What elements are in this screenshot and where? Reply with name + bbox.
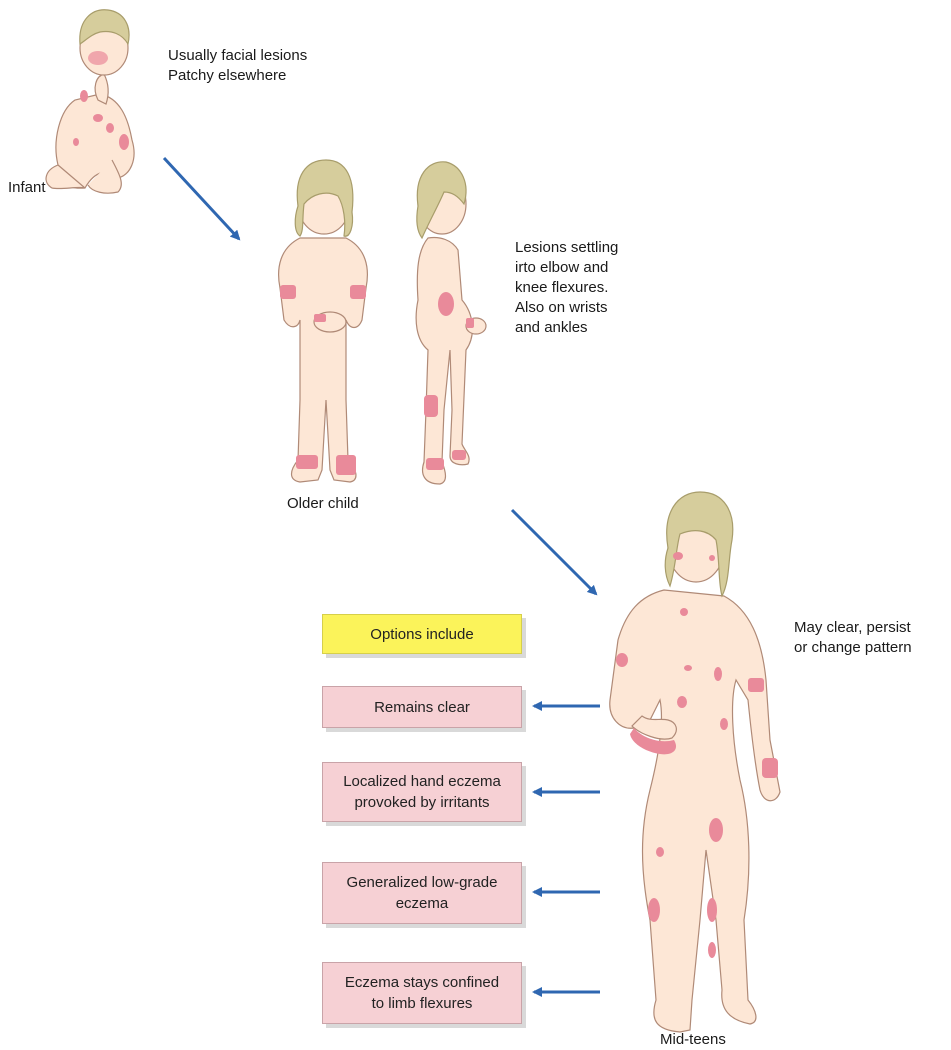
infant-figure: [46, 10, 134, 193]
child-front-figure: [279, 160, 368, 482]
options-header: Options include: [322, 614, 522, 654]
infant-note: Usually facial lesions Patchy elsewhere: [168, 46, 307, 86]
older-child-note: Lesions settling irto elbow and knee fle…: [515, 238, 618, 338]
option-box: Generalized low-grade eczema: [322, 862, 522, 924]
arrow-child-to-teen: [512, 510, 596, 594]
older-child-label: Older child: [287, 494, 359, 514]
option-box: Remains clear: [322, 686, 522, 728]
arrow-infant-to-child: [164, 158, 239, 239]
infant-label: Infant: [8, 178, 46, 198]
mid-teens-label: Mid-teens: [660, 1030, 726, 1050]
mid-teens-note: May clear, persist or change pattern: [794, 618, 912, 658]
option-box: Localized hand eczema provoked by irrita…: [322, 762, 522, 822]
child-side-figure: [416, 162, 486, 484]
option-box: Eczema stays confined to limb flexures: [322, 962, 522, 1024]
teen-figure: [610, 492, 780, 1032]
